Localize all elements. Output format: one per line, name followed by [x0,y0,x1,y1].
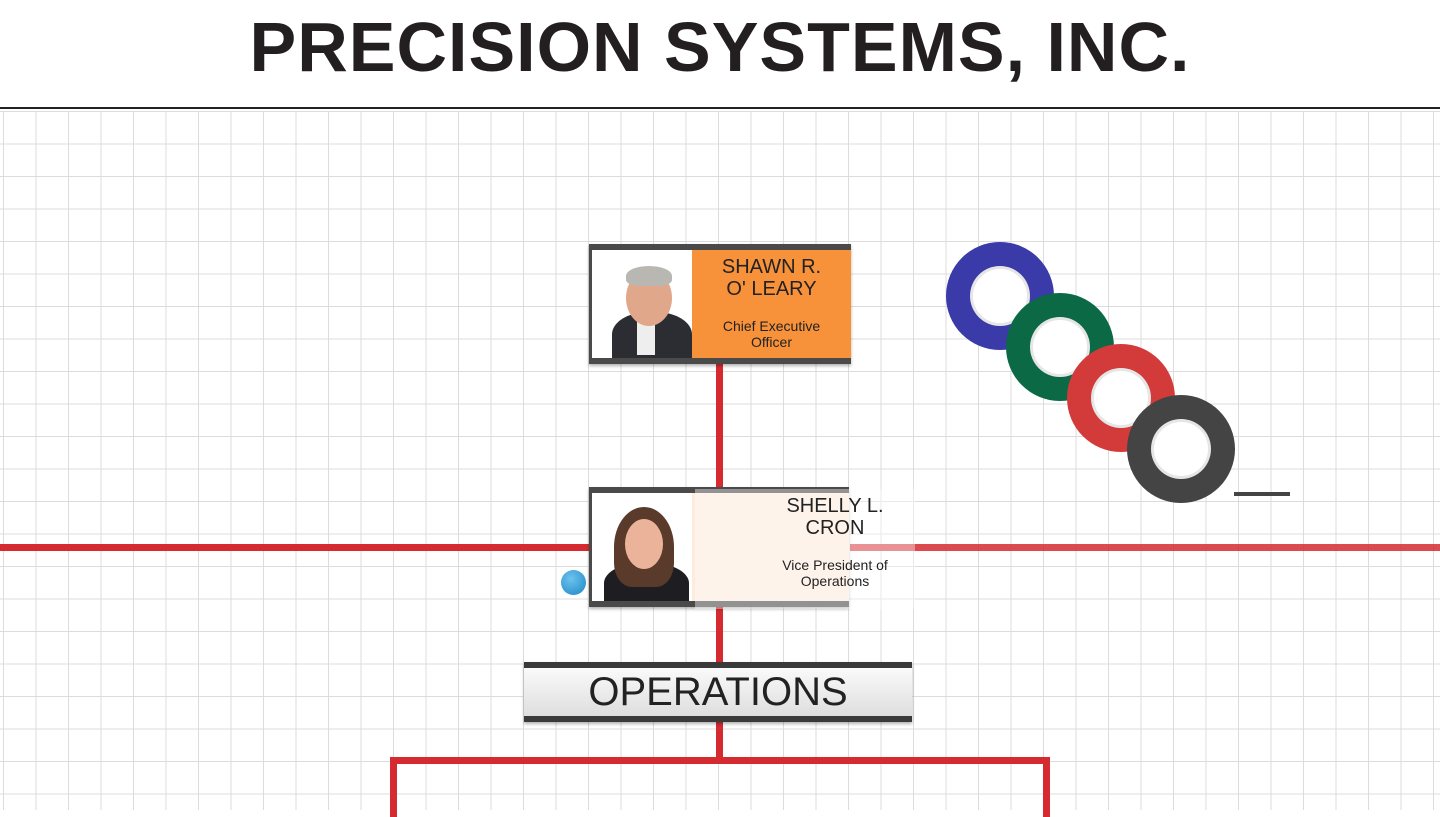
person-name: SHAWN R. [721,256,822,278]
connector-line [1043,757,1050,817]
selection-handle[interactable] [561,570,586,595]
avatar [589,250,692,358]
header: PRECISION SYSTEMS, INC. [0,0,1440,109]
person-name: SHELLY L. [786,495,884,517]
person-role: Chief Executive [722,318,821,334]
connector-line [0,544,592,551]
person-role: Vice President of [782,557,888,573]
tape-reel-black-icon [1127,395,1235,503]
connector-line [390,757,397,817]
person-role: Operations [800,573,870,589]
connector-line [716,721,723,761]
person-info: SHELLY L. CRON Vice President of Operati… [692,489,915,609]
connector-line [716,362,723,488]
department-label[interactable]: OPERATIONS [524,662,912,722]
person-info: SHAWN R. O' LEARY Chief Executive Office… [692,250,851,358]
connector-line [716,605,723,663]
avatar [589,493,692,601]
tape-reel-red-icon [1067,344,1175,452]
tape-strip [1234,492,1290,496]
person-role: Officer [751,334,792,350]
person-card-ceo[interactable]: SHAWN R. O' LEARY Chief Executive Office… [589,244,851,364]
person-name: O' LEARY [726,278,817,300]
connector-line [850,544,1440,551]
company-title: PRECISION SYSTEMS, INC. [249,7,1191,86]
person-name: CRON [805,517,865,539]
person-card-vp[interactable]: SHELLY L. CRON Vice President of Operati… [589,487,915,609]
connector-line [390,757,1050,764]
